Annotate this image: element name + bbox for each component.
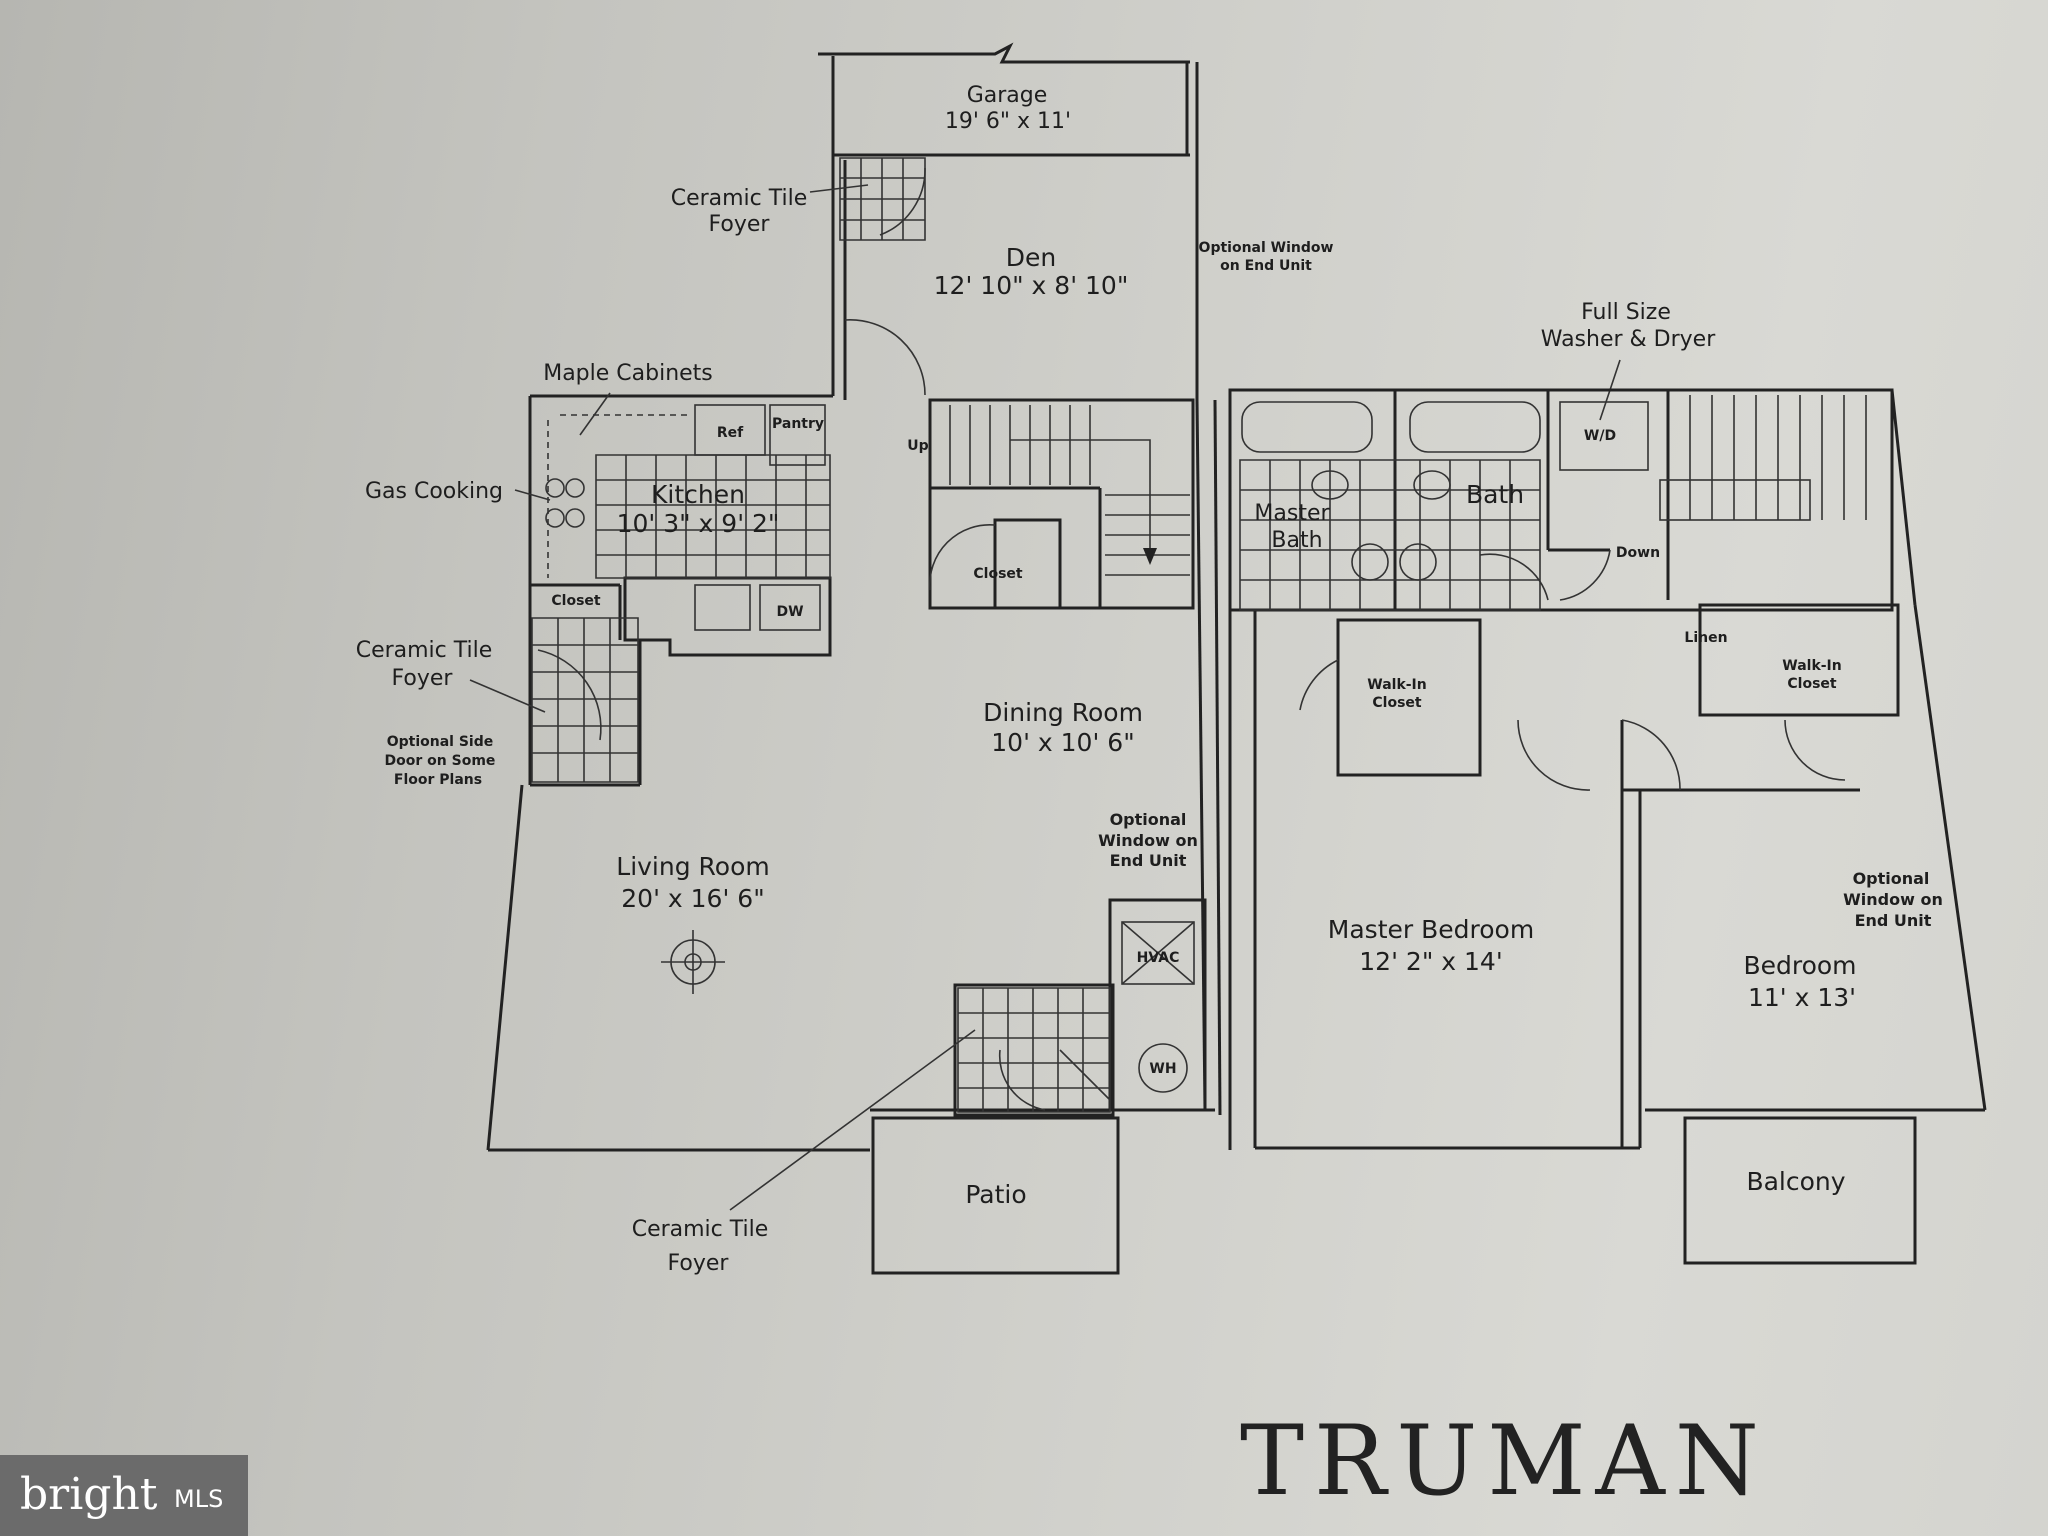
dining-room-size: 10' x 10' 6" — [991, 728, 1134, 757]
patio-label: Patio — [965, 1180, 1026, 1209]
foyer-side-line2: Foyer — [392, 666, 454, 691]
kitchen-size: 10' 3" x 9' 2" — [617, 509, 780, 538]
dining-room-label: Dining Room — [983, 698, 1143, 727]
kitchen-label: Kitchen — [651, 480, 745, 509]
living-room-label: Living Room — [616, 852, 769, 881]
down-label: Down — [1616, 545, 1660, 561]
master-bedroom-size: 12' 2" x 14' — [1359, 947, 1502, 976]
optional-window-bed-line3: End Unit — [1855, 911, 1932, 930]
optional-window-den-line1: Optional Window — [1199, 240, 1334, 256]
optional-window-dining-line2: Window on — [1098, 831, 1198, 850]
foyer-top-line1: Ceramic Tile — [671, 186, 808, 211]
second-floor-walls — [1228, 388, 1987, 1265]
closet-stairs-label: Closet — [973, 566, 1023, 582]
garage-size: 19' 6" x 11' — [945, 109, 1071, 134]
optional-window-bed-line1: Optional — [1853, 869, 1930, 888]
bedroom-label: Bedroom — [1743, 951, 1856, 980]
walkin-bed-line2: Closet — [1787, 676, 1837, 692]
closet-kitchen-label: Closet — [551, 593, 601, 609]
optional-side-door-line2: Door on Some — [385, 753, 496, 769]
washer-dryer-line1: Full Size — [1581, 300, 1671, 325]
garage-label: Garage — [967, 83, 1048, 108]
master-bath-line2: Bath — [1271, 528, 1322, 553]
bright-mls-logo: bright MLS — [0, 1455, 248, 1536]
optional-side-door-line3: Floor Plans — [394, 772, 482, 788]
model-title: TRUMAN — [1240, 1405, 1769, 1517]
pantry-label: Pantry — [772, 416, 824, 432]
balcony-label: Balcony — [1746, 1167, 1845, 1196]
wd-label: W/D — [1584, 428, 1616, 444]
optional-window-dining-line3: End Unit — [1110, 851, 1187, 870]
master-bath-line1: Master — [1254, 501, 1330, 526]
maple-cabinets-label: Maple Cabinets — [543, 361, 713, 386]
walkin-master-line2: Closet — [1372, 695, 1422, 711]
logo-suffix: MLS — [174, 1485, 224, 1513]
walkin-master-line1: Walk-In — [1367, 677, 1427, 693]
dw-label: DW — [776, 604, 803, 620]
door-swings — [537, 167, 1111, 1111]
bedroom-size: 11' x 13' — [1748, 983, 1856, 1012]
walkin-bed-line1: Walk-In — [1782, 658, 1842, 674]
optional-window-dining-line1: Optional — [1110, 810, 1187, 829]
den-size: 12' 10" x 8' 10" — [934, 271, 1129, 300]
den-label: Den — [1006, 243, 1056, 272]
optional-side-door-line1: Optional Side — [387, 734, 494, 750]
living-room-size: 20' x 16' 6" — [621, 884, 764, 913]
leader-lines — [469, 184, 1621, 1211]
labels: Garage 19' 6" x 11' Ceramic Tile Foyer D… — [356, 83, 1943, 1276]
master-bedroom-label: Master Bedroom — [1328, 915, 1534, 944]
tile-grids — [531, 157, 1111, 1113]
gas-cooking-label: Gas Cooking — [365, 479, 503, 504]
foyer-side-line1: Ceramic Tile — [356, 638, 493, 663]
bath-label: Bath — [1466, 480, 1524, 509]
linen-label: Linen — [1684, 630, 1727, 646]
hvac-label: HVAC — [1137, 950, 1180, 966]
optional-window-den-line2: on End Unit — [1220, 258, 1312, 274]
foyer-bottom-line1: Ceramic Tile — [632, 1217, 769, 1242]
washer-dryer-line2: Washer & Dryer — [1541, 327, 1716, 352]
logo-brand: bright — [20, 1469, 158, 1520]
stairs-first-floor — [949, 405, 1190, 576]
first-floor-walls — [486, 42, 1222, 1275]
wh-label: WH — [1149, 1061, 1176, 1077]
optional-window-bed-line2: Window on — [1843, 890, 1943, 909]
up-label: Up — [907, 438, 928, 454]
foyer-top-line2: Foyer — [709, 212, 771, 237]
foyer-bottom-line2: Foyer — [668, 1251, 730, 1276]
ref-label: Ref — [717, 425, 744, 441]
